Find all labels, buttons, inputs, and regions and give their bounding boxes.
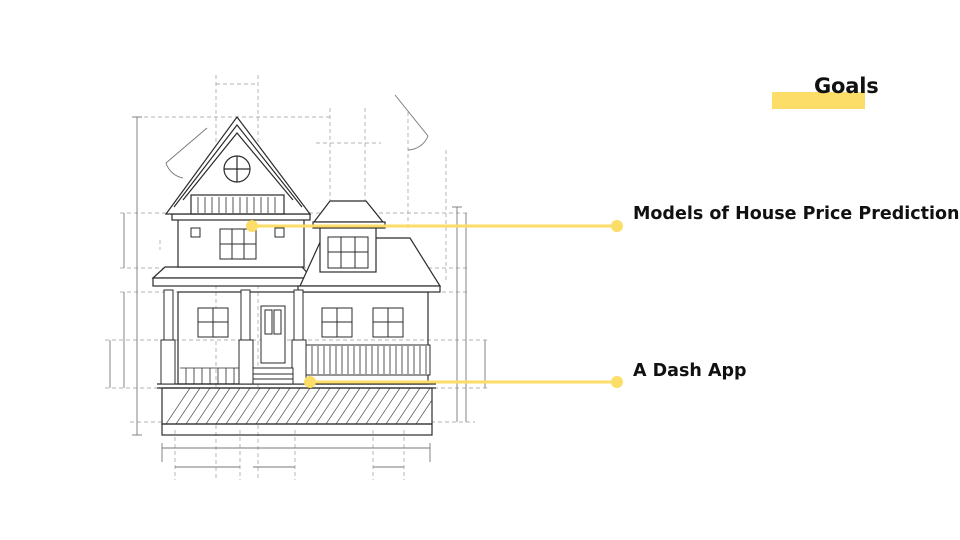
callout-connector-2 <box>304 376 623 388</box>
slide-title: Goals <box>814 74 879 98</box>
callout-label-price-prediction: Models of House Price Prediction <box>633 204 960 224</box>
title-highlight-bar <box>772 92 865 109</box>
callout-connector-1 <box>246 220 623 232</box>
callout-label-dash-app: A Dash App <box>633 361 747 381</box>
